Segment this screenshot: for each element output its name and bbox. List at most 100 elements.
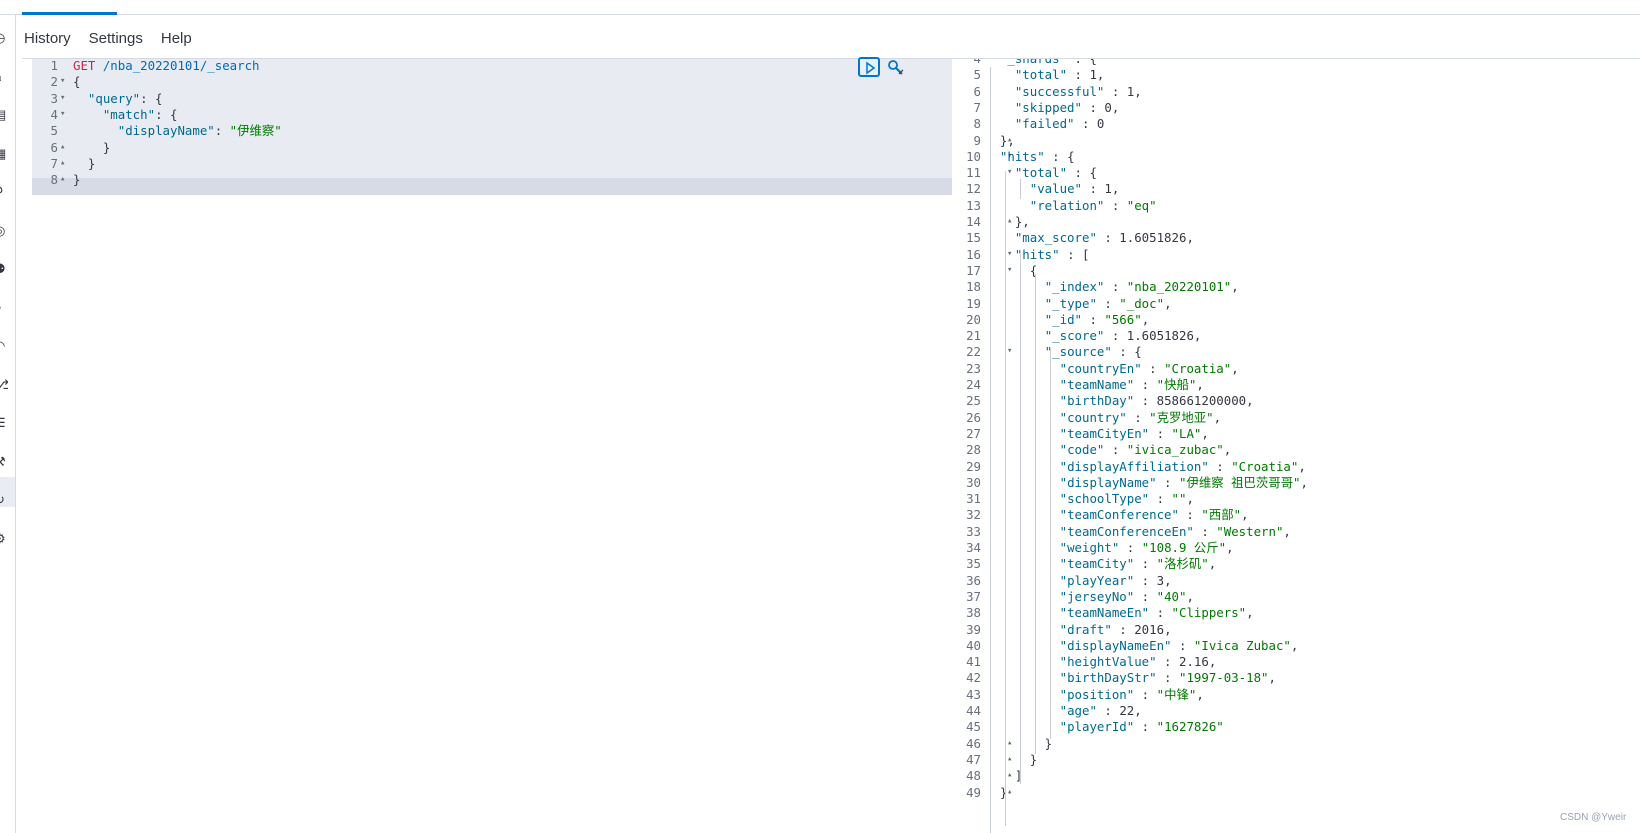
code-token: "failed" [1014,116,1075,132]
settings-menu-item[interactable]: Settings [88,30,143,47]
code-token [985,426,1060,441]
code-token: : [1156,670,1179,686]
code-token [985,687,1060,702]
indent-guide [1005,171,1006,826]
top-tab-strip [0,0,1640,15]
code-token: "Croatia" [1164,360,1232,376]
wrench-icon[interactable]: ⚒ [0,455,8,469]
unfold-toggle-icon[interactable]: ▴ [1007,770,1013,781]
code-token: 22 [1119,703,1135,718]
code-token: "_index" [1044,279,1105,295]
code-token: "Croatia" [1231,458,1299,474]
fold-toggle-icon[interactable]: ▾ [60,108,66,119]
code-token: : [1156,654,1179,670]
code-line: } [985,735,1052,752]
code-line: "displayName": "伊维察" [73,122,282,139]
globe-icon[interactable]: ◎ [0,224,8,238]
code-token: "Ivica Zubac" [1193,637,1291,653]
calendar-icon[interactable]: ▦ [0,146,7,161]
dashboard-icon[interactable]: ◠ [0,339,8,353]
code-token [985,638,1060,653]
refresh-icon[interactable]: ↻ [0,493,8,507]
code-token: : [1104,197,1127,213]
gear-icon[interactable]: ⚙ [0,532,8,546]
fold-toggle-icon[interactable]: ▾ [60,92,66,103]
line-number: 15 [966,230,981,246]
code-line: } [985,751,1037,768]
fold-toggle-icon[interactable]: ▾ [1007,150,1013,161]
code-token: : [1134,588,1157,604]
code-token: 858661200000 [1156,393,1247,409]
code-token: ] [985,768,1023,784]
unfold-toggle-icon[interactable]: ▴ [60,141,66,152]
request-options-button[interactable] [886,58,906,78]
code-token: "total" [1014,67,1068,83]
code-token [985,605,1060,620]
code-token: : [1111,621,1135,637]
line-number: 33 [966,523,981,539]
help-menu-item[interactable]: Help [160,30,192,47]
layers-icon[interactable]: ▤ [0,108,7,122]
code-token: "克罗地亚" [1149,409,1214,425]
fold-toggle-icon[interactable]: ▾ [1007,167,1013,178]
unfold-toggle-icon[interactable]: ▴ [60,174,66,185]
signal-icon[interactable]: ☰ [0,416,8,430]
code-token: : [1119,540,1142,555]
line-number: 12 [966,181,981,197]
line-number: 21 [966,328,981,344]
code-token: : [1104,279,1127,295]
code-line: "teamCityEn" : "LA", [985,425,1209,442]
pipeline-icon[interactable]: ⎇ [0,377,8,392]
code-token: : [1149,605,1172,621]
line-number: 35 [966,556,981,572]
unfold-toggle-icon[interactable]: ▴ [1007,753,1013,764]
send-request-button[interactable] [858,57,880,77]
line-number: 22 [966,344,981,360]
code-token: : [1104,83,1127,99]
code-token [985,670,1060,685]
menu-divider [22,58,1640,59]
map-icon[interactable]: ⚲ [0,185,8,199]
unfold-toggle-icon[interactable]: ▴ [1007,786,1013,797]
code-token: : [1134,572,1157,588]
line-number: 34 [966,540,981,555]
gauge-icon[interactable]: ◔ [0,301,8,315]
code-token: "伊维察" [229,123,282,139]
code-token [985,198,1030,213]
code-token: "heightValue" [1059,654,1157,670]
home-icon[interactable]: ⌂ [0,70,8,84]
code-token: "match" [102,106,156,122]
fold-toggle-icon[interactable]: ▾ [1007,264,1013,275]
unfold-toggle-icon[interactable]: ▴ [1007,216,1013,226]
code-token: "birthDayStr" [1059,670,1157,686]
response-viewer[interactable]: 4 "_shards" : {5 "total" : 1,6 "successf… [955,59,1640,833]
code-token: : [1126,409,1150,425]
fold-toggle-icon[interactable]: ▾ [1007,248,1013,259]
code-token: } [985,735,1053,751]
code-token: : [1193,523,1217,539]
code-token: 1 [1089,67,1097,83]
unfold-toggle-icon[interactable]: ▴ [1007,134,1013,145]
unfold-toggle-icon[interactable]: ▴ [60,157,66,168]
code-line: "playerId" : "1627826" [985,718,1224,735]
fold-toggle-icon[interactable]: ▾ [1007,346,1013,357]
code-token: "_id" [1044,311,1082,327]
history-menu-item[interactable]: History [24,30,71,47]
code-token: : [1149,491,1172,507]
code-token: "" [1171,491,1187,507]
code-token: /nba_20220101/_search [95,58,260,73]
code-line: "total" : 1, [985,66,1105,83]
clock-icon[interactable]: ◷ [0,31,8,45]
person-icon[interactable]: ⚉ [0,262,8,276]
fold-toggle-icon[interactable]: ▾ [60,76,66,87]
code-token: : [ [1059,246,1090,262]
unfold-toggle-icon[interactable]: ▴ [1007,737,1013,748]
code-token: , [1186,588,1194,604]
line-number: 1 [50,58,58,73]
indent-guide [1035,274,1036,754]
line-number: 36 [966,572,981,588]
code-token: "query" [87,90,141,106]
code-token: "value" [1029,181,1082,197]
line-number: 5 [973,67,981,83]
